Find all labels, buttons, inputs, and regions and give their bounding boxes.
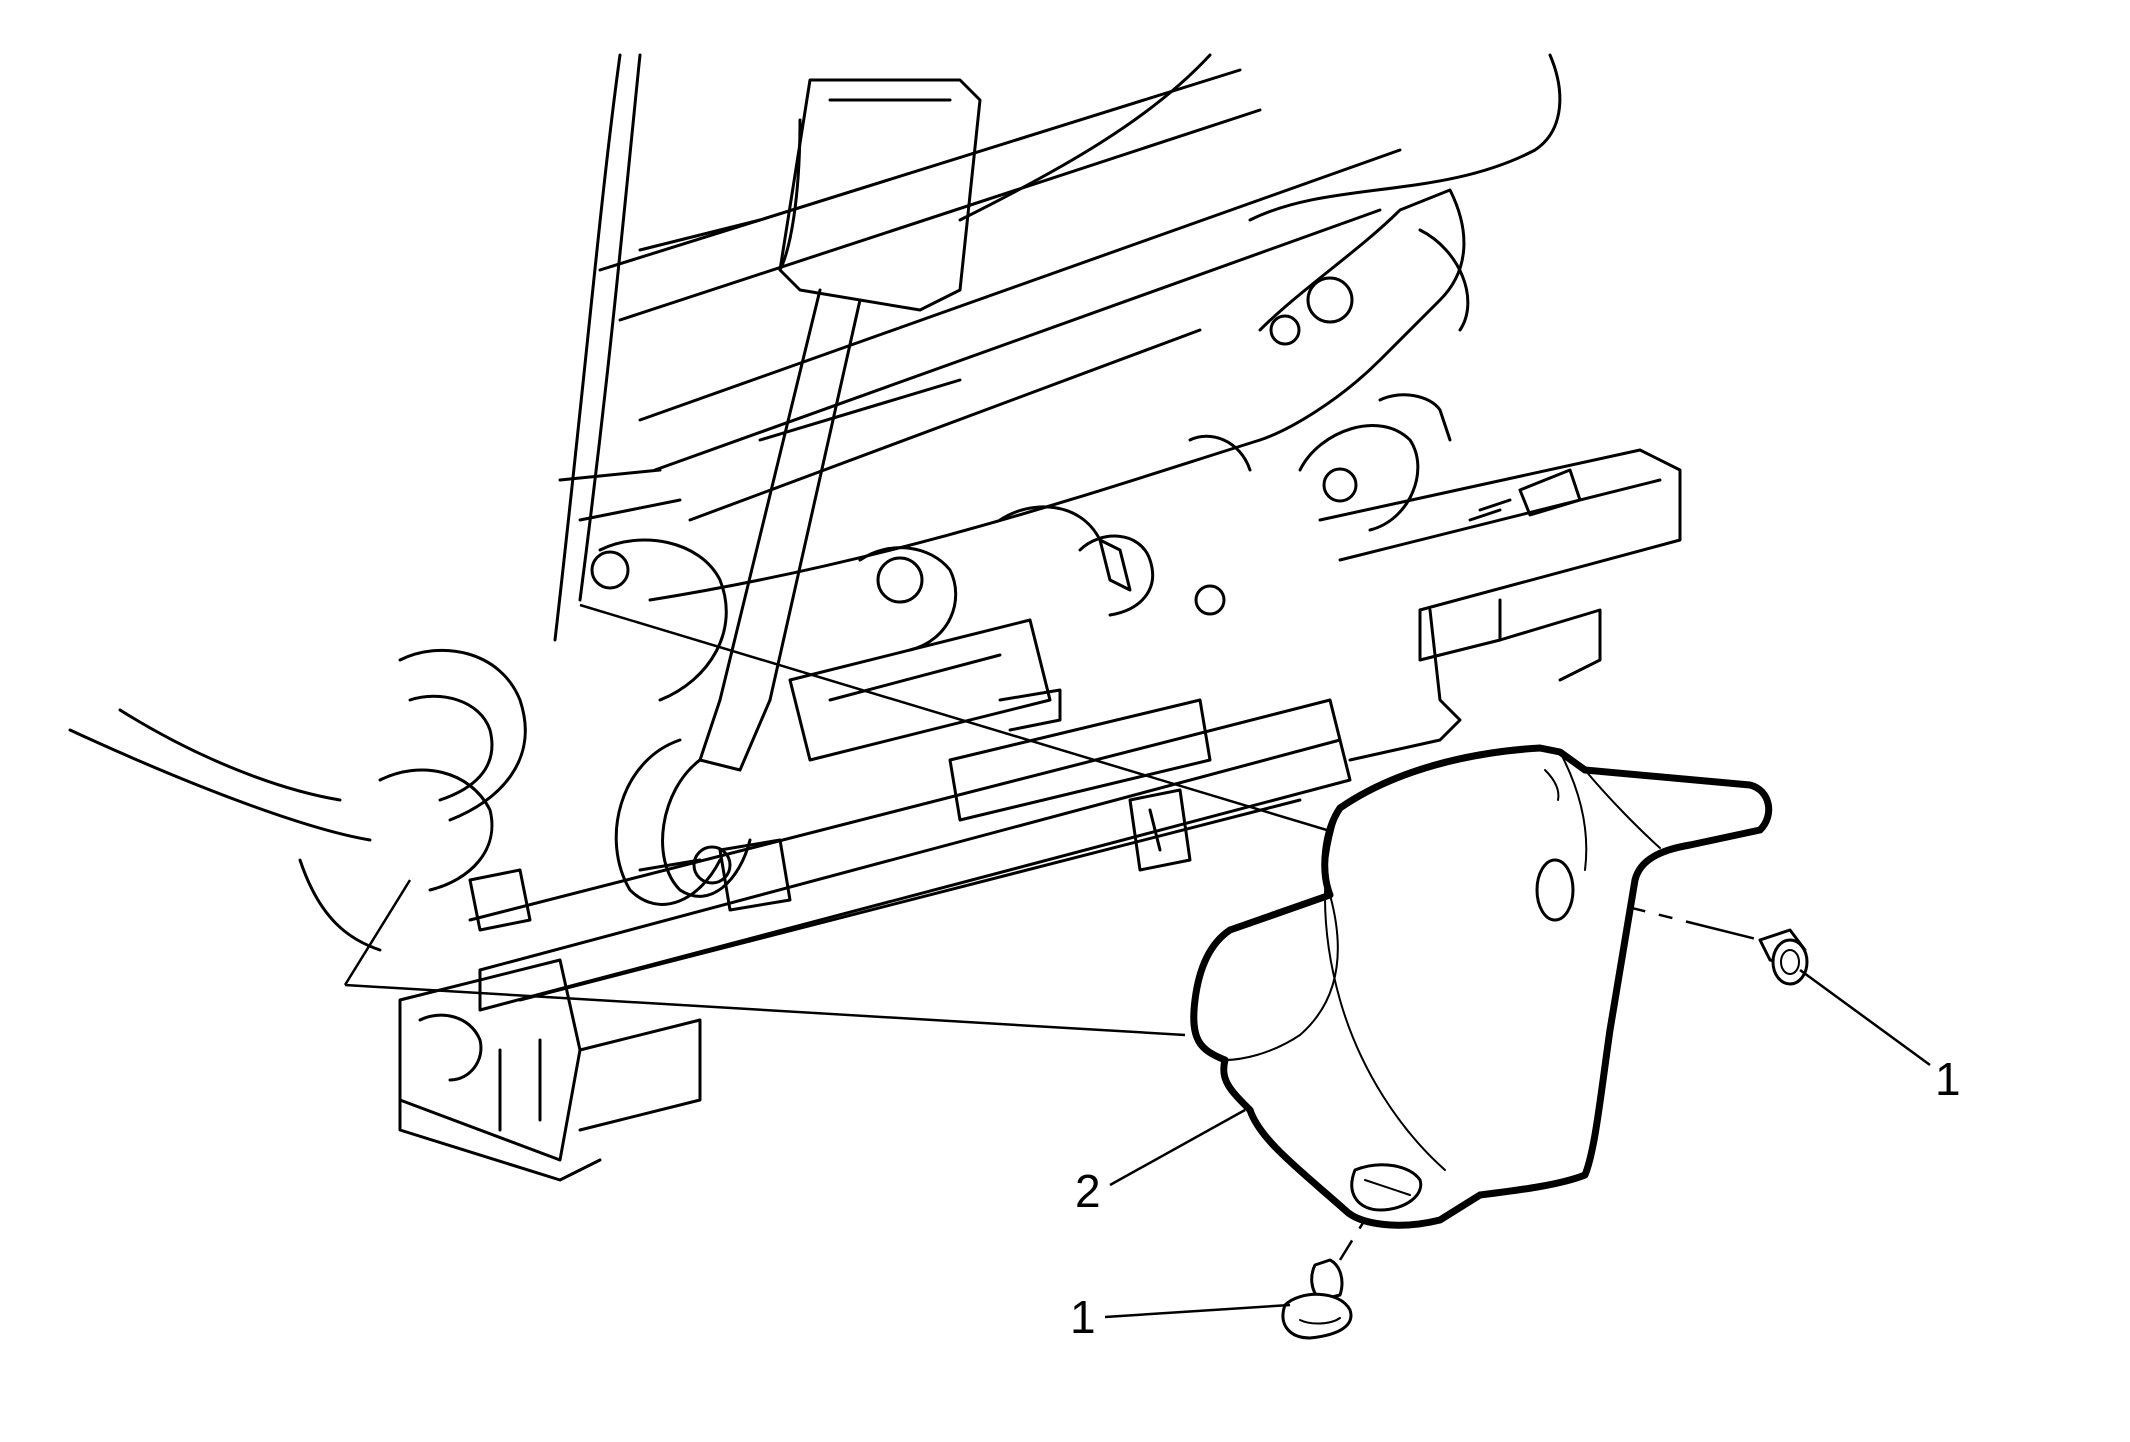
callout-label-retainer-lower: 1: [1070, 1291, 1096, 1343]
cover-upper-fastener-hole: [1535, 858, 1575, 922]
push-pin-retainer-lower: [1281, 1258, 1353, 1340]
push-pin-retainer-upper: [1758, 928, 1809, 986]
callout-leaders: [1104, 968, 1931, 1319]
callout-label-cover: 2: [1075, 1165, 1101, 1217]
seat-adjuster-cover: [1190, 744, 1773, 1229]
callout-label-retainer-upper: 1: [1935, 1053, 1961, 1105]
